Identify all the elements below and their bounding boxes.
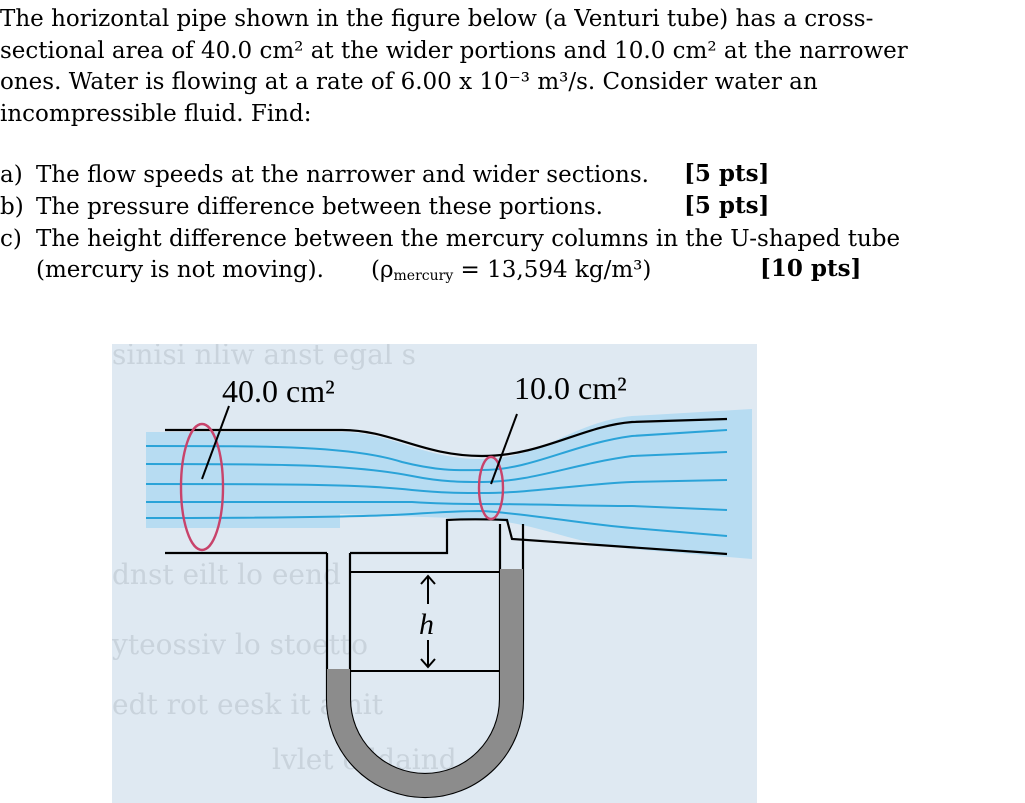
wide-cross-section-ellipse: [179, 422, 225, 552]
svg-text:sinisi nliw anst egal s: sinisi nliw anst egal s: [112, 344, 416, 371]
rho-symbol: ρ: [379, 257, 394, 283]
density-open-paren: (: [371, 257, 380, 283]
height-marker: [350, 571, 500, 672]
pipe-outline: [165, 417, 728, 556]
svg-text:yteossiv lo stoetto: yteossiv lo stoetto: [112, 628, 368, 661]
problem-intro: The horizontal pipe shown in the figure …: [0, 4, 1020, 130]
question-b-text: The pressure difference between these po…: [36, 194, 603, 220]
intro-line-1: The horizontal pipe shown in the figure …: [0, 6, 874, 32]
question-c-mark: c): [0, 226, 22, 252]
narrow-area-label: 10.0 cm²: [514, 370, 627, 406]
svg-text:dnst eilt lo eend: dnst eilt lo eend: [112, 558, 341, 591]
question-b-points: [5 pts]: [684, 192, 770, 219]
intro-line-2: sectional area of 40.0 cm² at the wider …: [0, 37, 908, 64]
wide-area-label: 40.0 cm²: [222, 373, 335, 409]
narrow-cross-section-ellipse: [477, 455, 505, 521]
wide-area-pointer: [201, 405, 230, 480]
narrow-area-pointer: [490, 413, 518, 485]
question-a-text: The flow speeds at the narrower and wide…: [36, 162, 649, 188]
mercury-density: (ρmercury = 13,594 kg/m³): [371, 255, 651, 293]
streamlines: [145, 429, 728, 537]
question-c-line2: (mercury is not moving).: [36, 255, 324, 287]
question-c-line2-text: (mercury is not moving).: [36, 257, 324, 283]
height-label: h: [419, 608, 434, 641]
venturi-figure: sinisi nliw anst egal s dnst eilt lo een…: [112, 344, 757, 803]
mercury-column: [327, 569, 523, 797]
intro-line-4: incompressible fluid. Find:: [0, 100, 312, 127]
question-b-mark: b): [0, 194, 24, 220]
question-a-mark: a): [0, 162, 23, 188]
question-c-text: The height difference between the mercur…: [36, 226, 901, 252]
intro-line-3: ones. Water is flowing at a rate of 6.00…: [0, 69, 818, 95]
water-flow: [146, 409, 752, 559]
question-a-points: [5 pts]: [684, 160, 770, 187]
rho-value: = 13,594 kg/m³): [460, 257, 652, 283]
question-c-points: [10 pts]: [760, 255, 862, 282]
rho-subscript: mercury: [393, 268, 454, 284]
